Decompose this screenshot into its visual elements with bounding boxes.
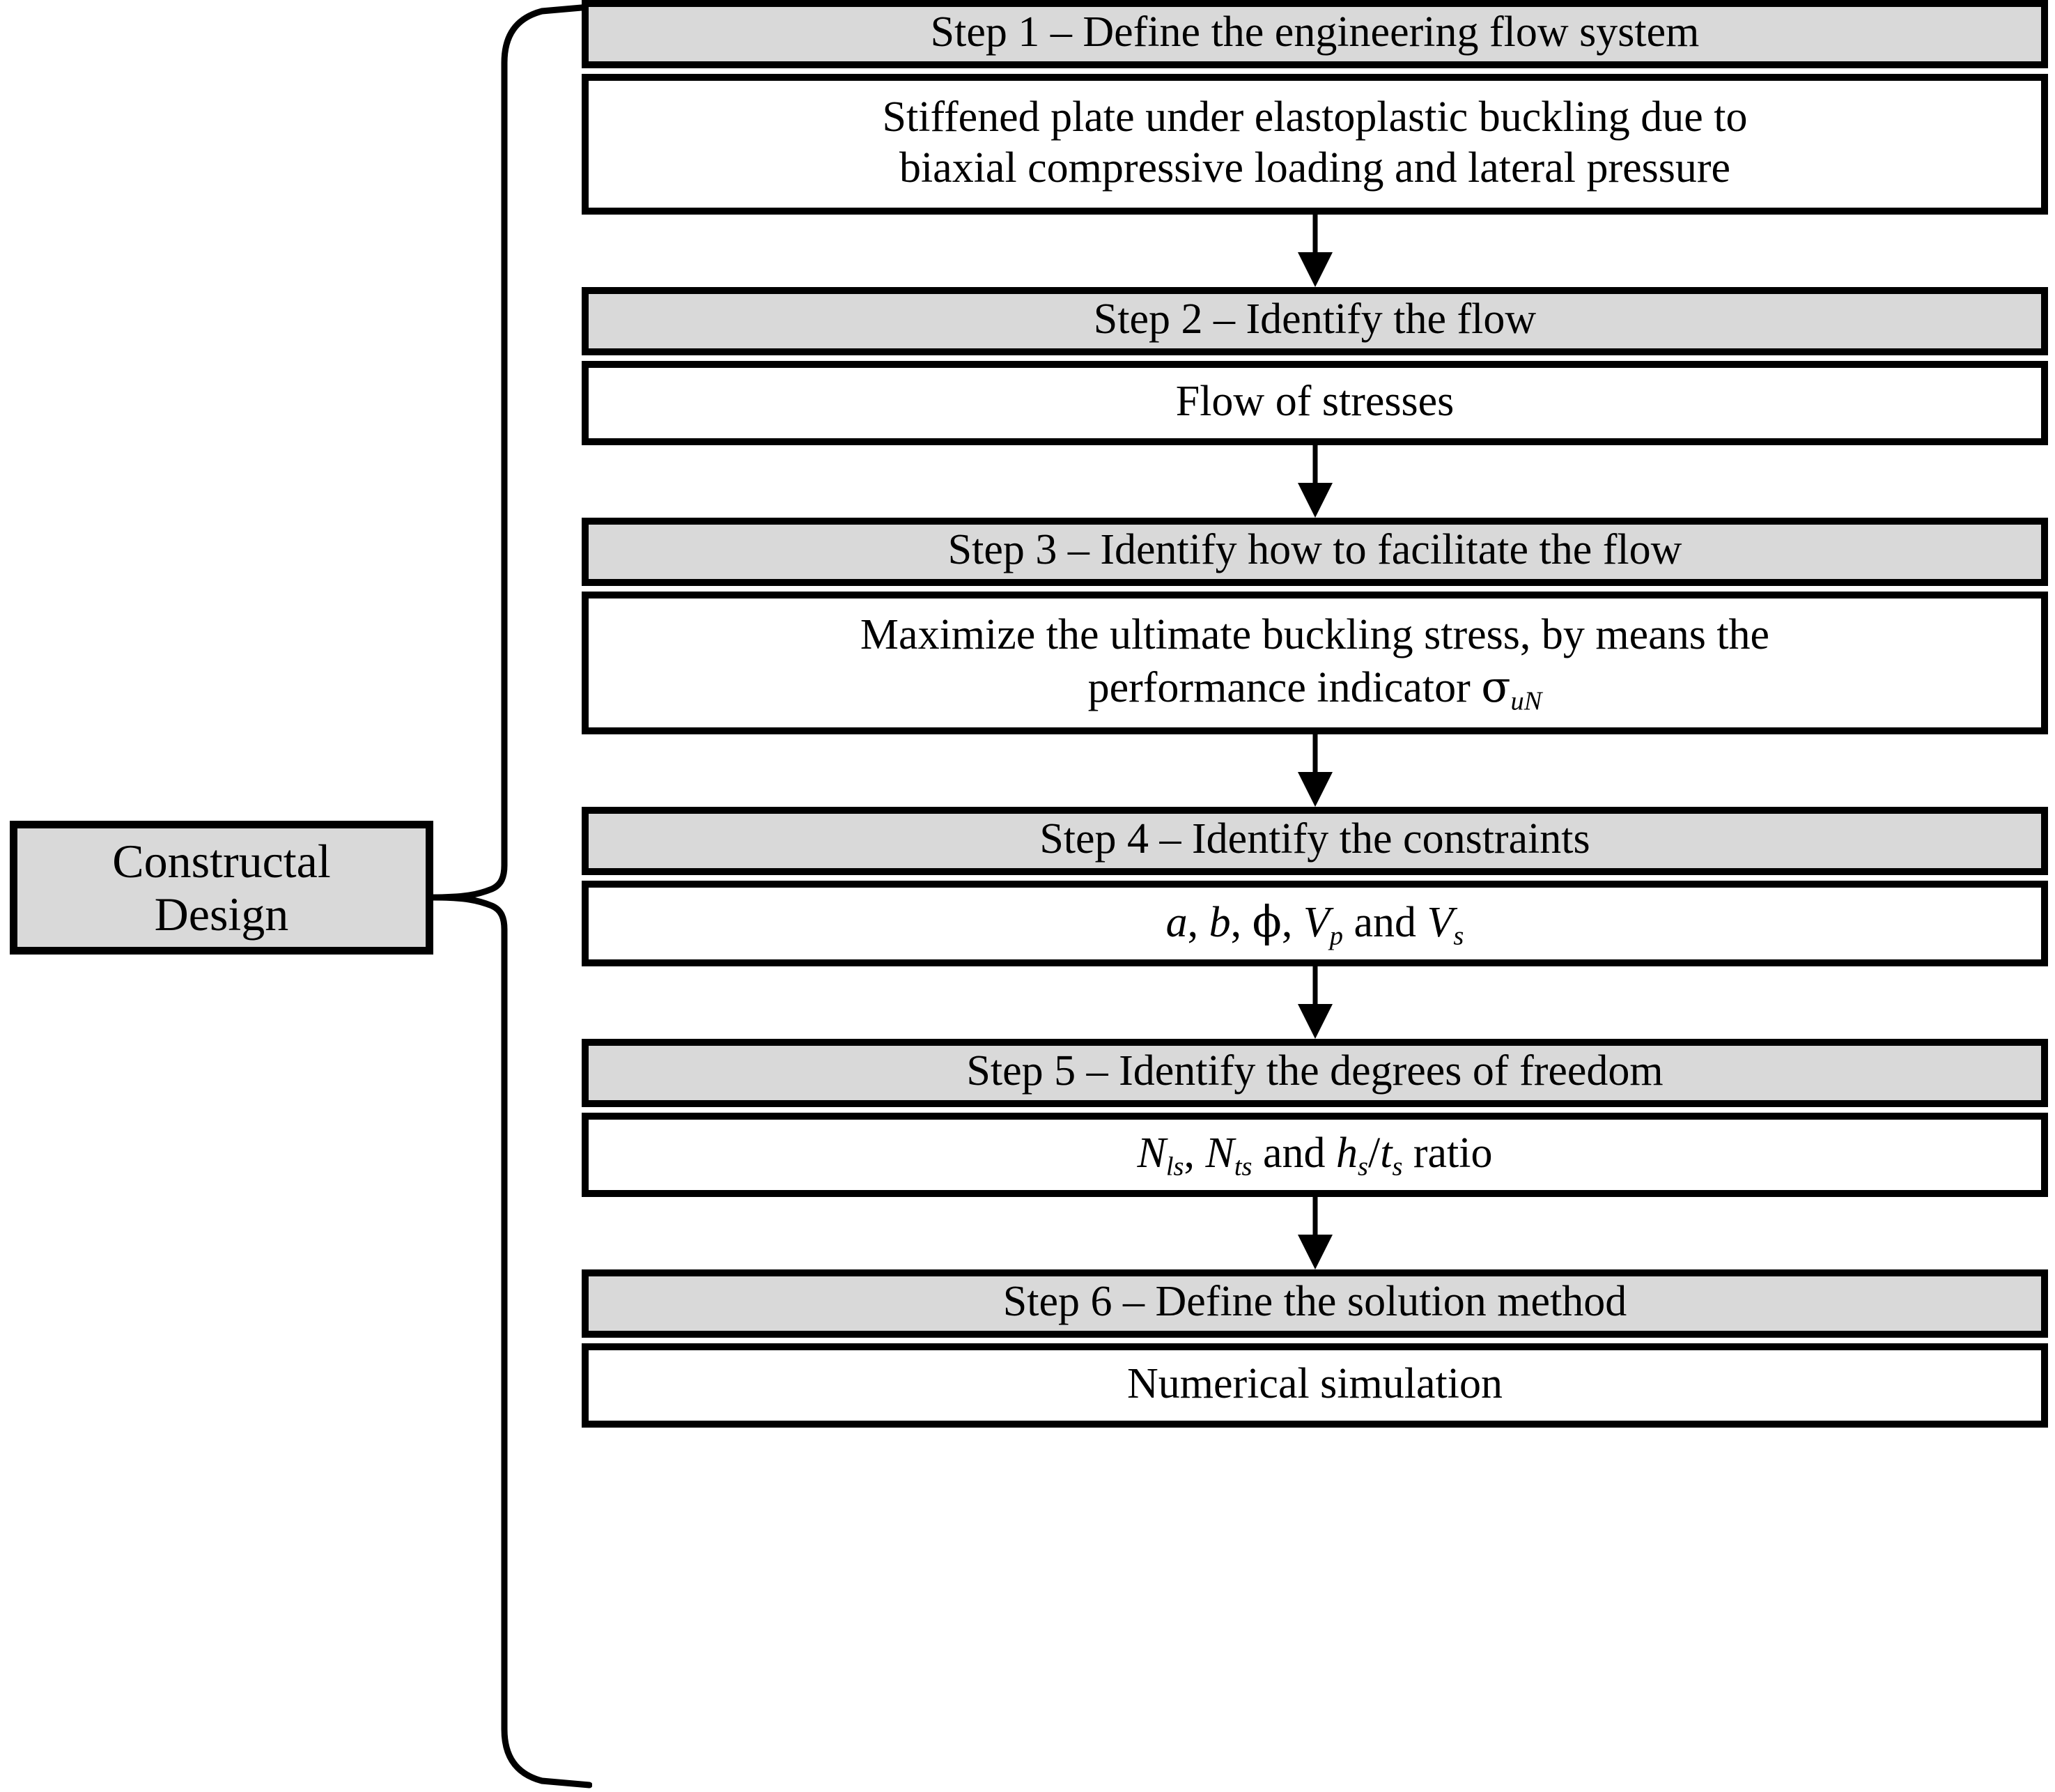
- sep-4: ratio: [1402, 1129, 1493, 1177]
- step-3-body-line-2-prefix: performance indicator: [1087, 663, 1482, 711]
- var-ts-sub: s: [1392, 1152, 1403, 1182]
- step-group-1: Step 1 – Define the engineering flow sys…: [582, 0, 2048, 215]
- var-a: a: [1165, 898, 1188, 946]
- step-3-body: Maximize the ultimate buckling stress, b…: [582, 592, 2048, 734]
- down-arrow-icon: [1297, 1197, 1333, 1270]
- step-2-body-line-1: Flow of stresses: [1175, 378, 1455, 426]
- sep-2: and: [1252, 1129, 1337, 1177]
- curly-brace-connector: [432, 3, 592, 1789]
- step-2-header: Step 2 – Identify the flow: [582, 287, 2048, 356]
- step-6-header: Step 6 – Define the solution method: [582, 1269, 2048, 1338]
- spacer: [582, 875, 2048, 881]
- var-vs-sub: s: [1453, 921, 1464, 951]
- step-1-header: Step 1 – Define the engineering flow sys…: [582, 0, 2048, 68]
- spacer: [582, 1107, 2048, 1113]
- var-hs: h: [1336, 1129, 1358, 1177]
- step-5-header: Step 5 – Identify the degrees of freedom: [582, 1038, 2048, 1107]
- var-nls: N: [1137, 1129, 1166, 1177]
- sigma-subscript: uN: [1510, 686, 1542, 716]
- down-arrow-icon: [1297, 966, 1333, 1039]
- step-4-body: a, b, ϕ, Vp and Vs: [582, 880, 2048, 966]
- arrow-2-to-3: [582, 445, 2048, 518]
- var-vs: V: [1427, 898, 1454, 946]
- var-nts: N: [1205, 1129, 1234, 1177]
- var-nts-sub: ts: [1234, 1152, 1253, 1182]
- var-b: b: [1209, 898, 1231, 946]
- arrow-4-to-5: [582, 966, 2048, 1039]
- step-1-body-line-2: biaxial compressive loading and lateral …: [899, 144, 1731, 192]
- sep-3: ,: [1281, 898, 1303, 946]
- constructal-design-box: Constructal Design: [10, 821, 433, 955]
- step-3-body-line-1: Maximize the ultimate buckling stress, b…: [860, 611, 1770, 659]
- sigma-symbol: σ: [1481, 661, 1511, 712]
- down-arrow-icon: [1297, 445, 1333, 518]
- sep-3: /: [1367, 1129, 1381, 1177]
- sep-4: and: [1343, 898, 1427, 946]
- step-1-body-line-1: Stiffened plate under elastoplastic buck…: [882, 93, 1748, 141]
- sep-1: ,: [1187, 898, 1209, 946]
- step-1-body: Stiffened plate under elastoplastic buck…: [582, 74, 2048, 215]
- constructal-design-line1: Constructal: [112, 834, 331, 888]
- arrow-3-to-4: [582, 734, 2048, 807]
- arrow-5-to-6: [582, 1197, 2048, 1270]
- var-phi: ϕ: [1252, 895, 1282, 947]
- var-vp-sub: p: [1329, 921, 1343, 951]
- step-6-body: Numerical simulation: [582, 1343, 2048, 1428]
- step-4-header: Step 4 – Identify the constraints: [582, 806, 2048, 875]
- step-6-body-line-1: Numerical simulation: [1127, 1360, 1503, 1408]
- step-3-header: Step 3 – Identify how to facilitate the …: [582, 518, 2048, 587]
- var-hs-sub: s: [1358, 1152, 1368, 1182]
- spacer: [582, 355, 2048, 361]
- constructal-design-label: Constructal Design: [112, 835, 331, 941]
- spacer: [582, 1338, 2048, 1343]
- sep-2: ,: [1230, 898, 1253, 946]
- down-arrow-icon: [1297, 734, 1333, 807]
- step-2-body: Flow of stresses: [582, 361, 2048, 446]
- var-vp: V: [1303, 898, 1330, 946]
- step-group-2: Step 2 – Identify the flow Flow of stres…: [582, 287, 2048, 446]
- constructal-design-line2: Design: [154, 888, 289, 941]
- spacer: [582, 586, 2048, 592]
- spacer: [582, 68, 2048, 74]
- step-5-body: Nls, Nts and hs/ts ratio: [582, 1112, 2048, 1198]
- arrow-1-to-2: [582, 215, 2048, 288]
- var-nls-sub: ls: [1165, 1152, 1184, 1182]
- step-group-5: Step 5 – Identify the degrees of freedom…: [582, 1038, 2048, 1198]
- step-group-6: Step 6 – Define the solution method Nume…: [582, 1269, 2048, 1428]
- var-ts: t: [1380, 1129, 1393, 1177]
- step-group-3: Step 3 – Identify how to facilitate the …: [582, 518, 2048, 734]
- step-group-4: Step 4 – Identify the constraints a, b, …: [582, 806, 2048, 966]
- step-list: Step 1 – Define the engineering flow sys…: [582, 0, 2048, 1428]
- down-arrow-icon: [1297, 215, 1333, 288]
- sep-1: ,: [1184, 1129, 1206, 1177]
